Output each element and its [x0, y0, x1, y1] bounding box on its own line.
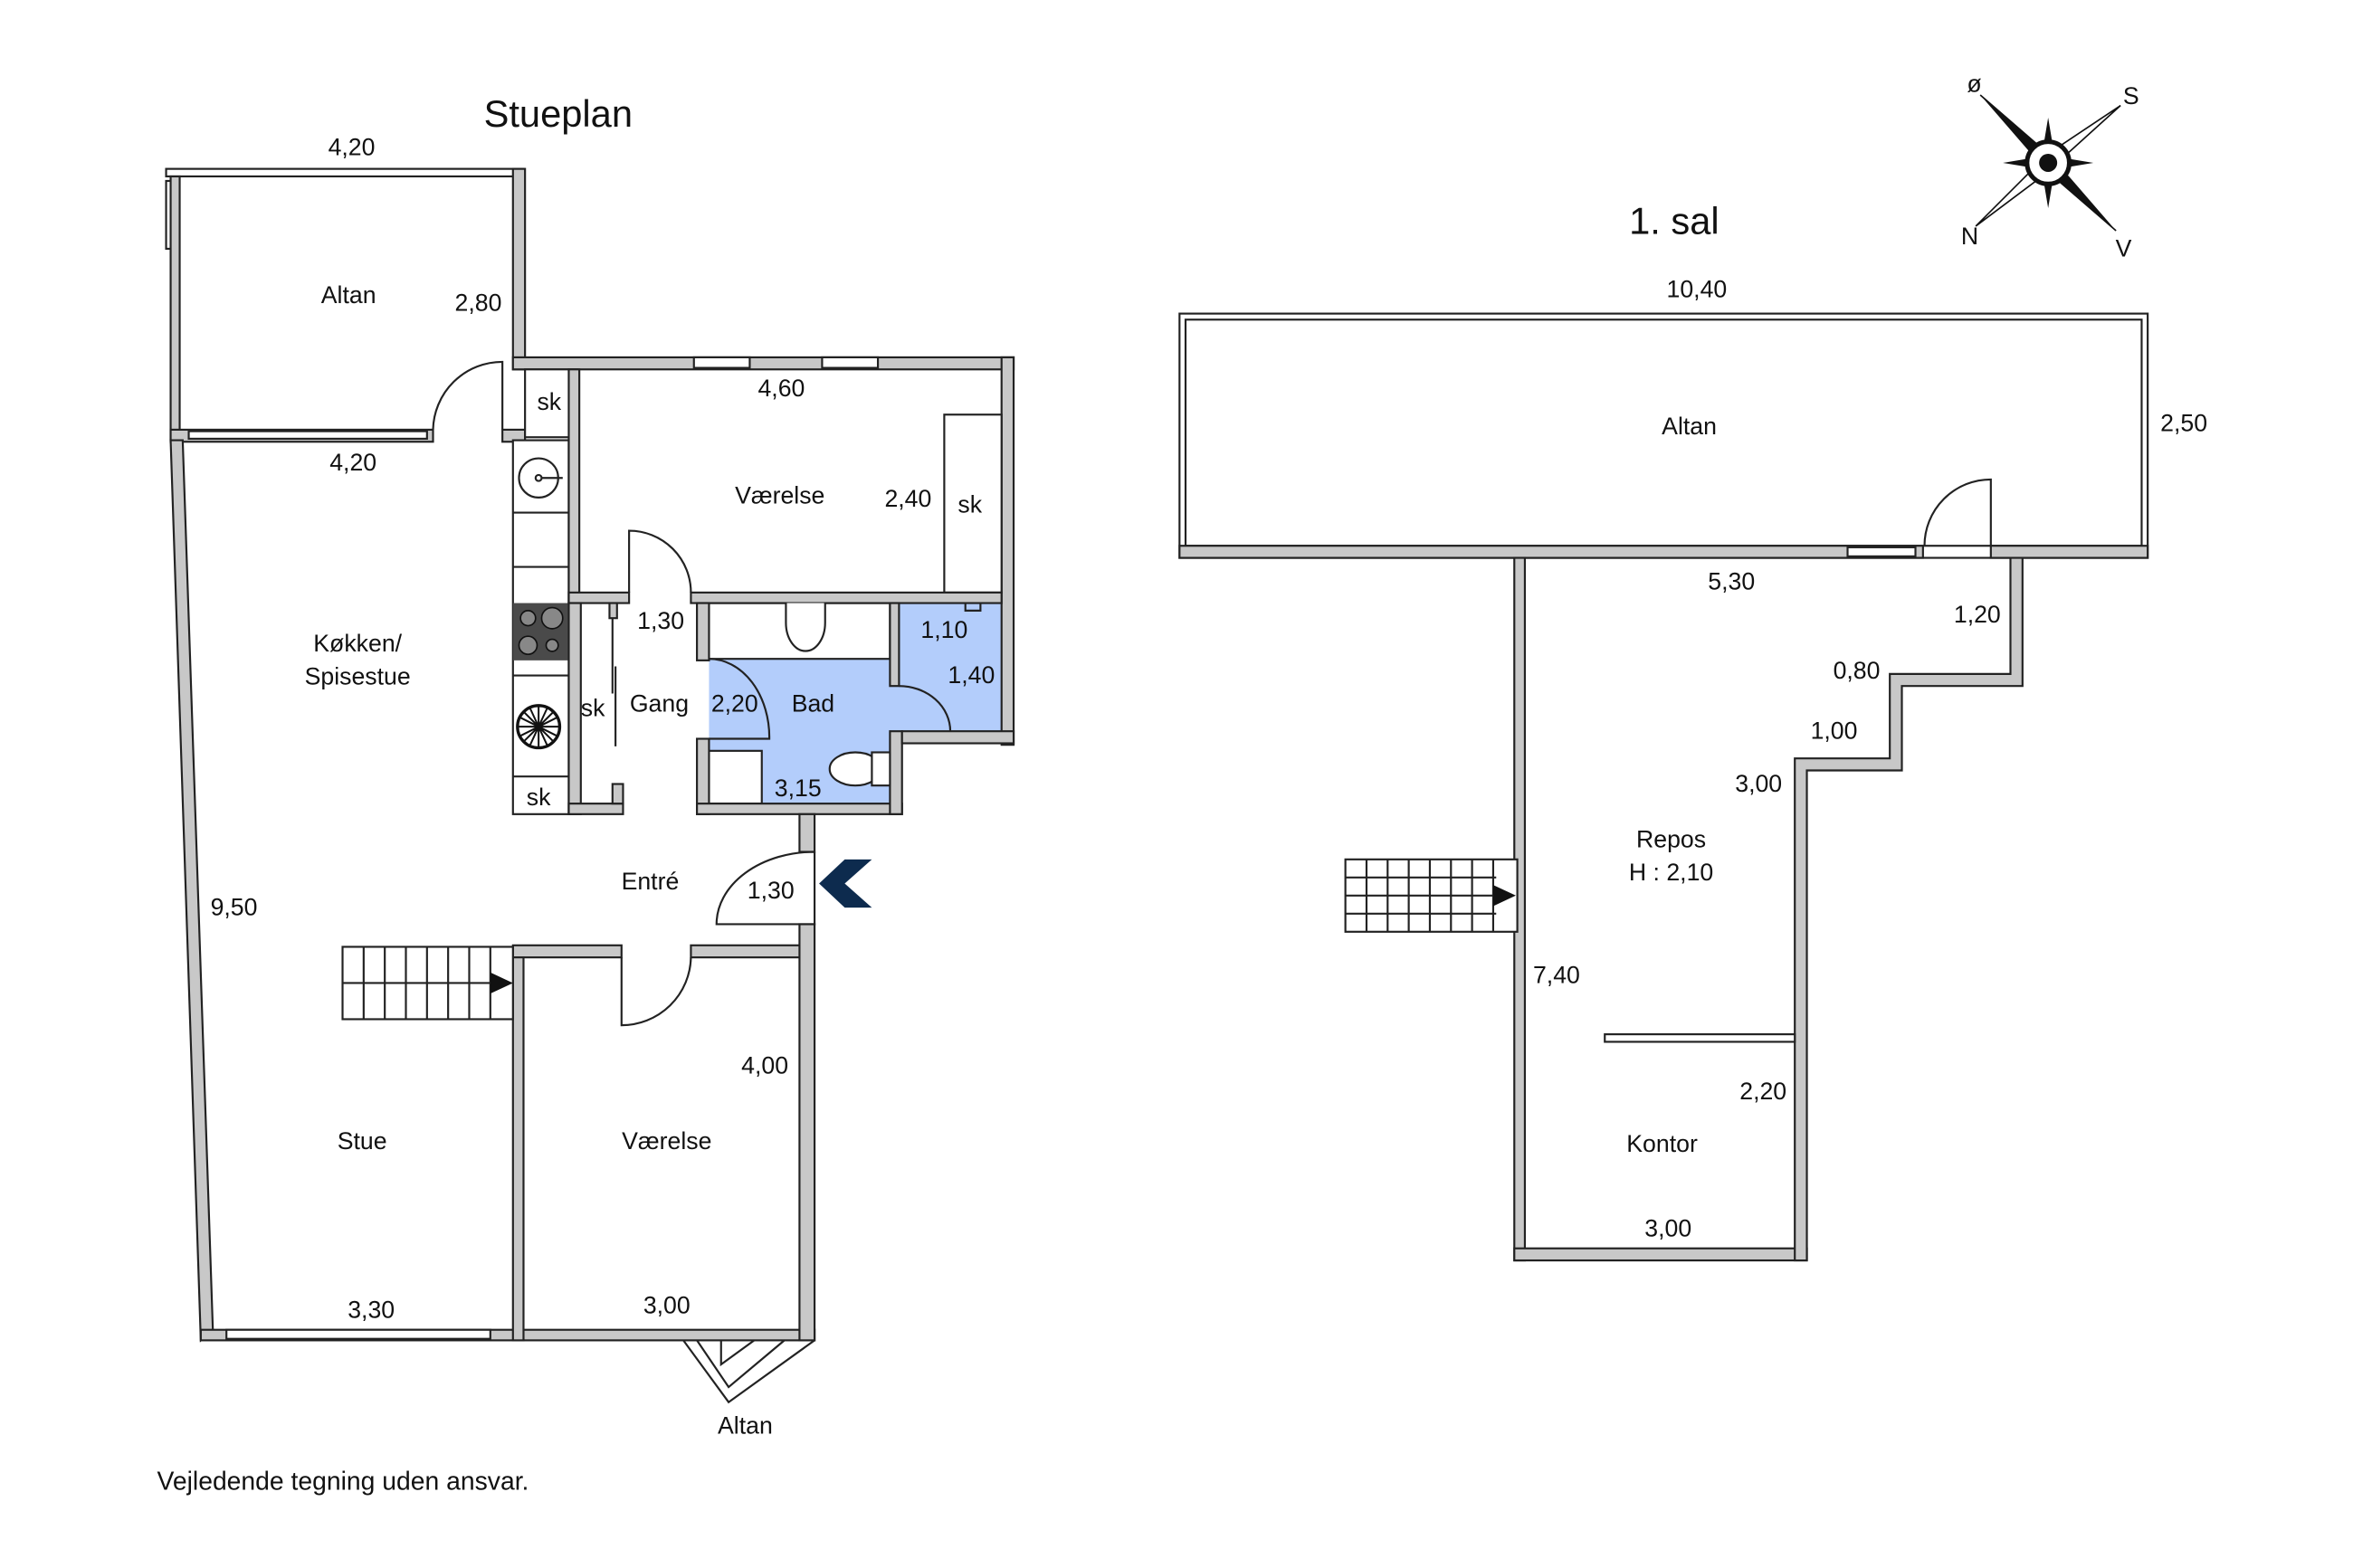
room-label: Gang [630, 690, 689, 717]
washbasin-icon [785, 603, 826, 652]
first-floor-plan [1178, 312, 2149, 1262]
window [821, 356, 880, 369]
room-label: Spisestue [305, 663, 411, 690]
room-label: Repos [1636, 825, 1706, 852]
toilet-icon [828, 751, 891, 787]
room-label: Kontor [1626, 1130, 1698, 1157]
staircase [341, 946, 514, 1021]
dimension: 2,20 [1739, 1078, 1786, 1105]
window [692, 356, 751, 369]
compass-north-label: N [1961, 223, 1978, 250]
dimension: 1,30 [748, 877, 795, 904]
room-label: Bad [792, 690, 834, 717]
dimension: 3,30 [348, 1296, 395, 1323]
dimension: 2,80 [455, 289, 502, 316]
door-swing [709, 658, 771, 740]
dimension: 2,50 [2160, 410, 2207, 437]
wardrobe-label: sk [537, 388, 561, 415]
compass-rose-icon: ø S N V [1961, 71, 2139, 262]
compass-east-label: ø [1967, 71, 1981, 98]
dimension: 3,00 [1644, 1214, 1691, 1241]
entrance-arrow-icon [819, 859, 872, 908]
dimension: 1,20 [1954, 601, 2001, 628]
dimension: 4,00 [741, 1051, 788, 1079]
room-label: Stue [338, 1127, 387, 1155]
ground-floor-plan [165, 167, 1015, 1404]
wardrobe-label: sk [581, 695, 605, 722]
partition-wall [1604, 1033, 1796, 1043]
dimension: 2,40 [884, 485, 931, 512]
window [225, 1328, 491, 1340]
compass-west-label: V [2116, 234, 2132, 261]
dimension: 4,60 [757, 375, 805, 402]
compass-south-label: S [2123, 82, 2139, 109]
room-label: Altan [1662, 413, 1717, 440]
dimension: 3,00 [1735, 770, 1782, 797]
door-swing [1923, 478, 1992, 546]
dimension: 5,30 [1708, 568, 1755, 595]
fan-icon [516, 704, 562, 750]
wardrobe [943, 413, 1003, 594]
room-label: H : 2,10 [1629, 859, 1713, 886]
wardrobe-label: sk [527, 784, 551, 811]
small-balcony [682, 1339, 815, 1404]
dimension: 3,00 [643, 1291, 691, 1318]
dimension: 1,30 [637, 607, 684, 634]
dimension: 1,00 [1811, 717, 1858, 745]
room-label: Altan [321, 281, 376, 309]
bath-floor [709, 603, 1002, 804]
window [1846, 546, 1917, 557]
ground-floor-title: Stueplan [484, 92, 633, 135]
room-label: Altan [718, 1412, 773, 1440]
wardrobe-label: sk [957, 491, 982, 518]
dimension: 1,40 [948, 661, 995, 689]
stair-arrow-icon [490, 972, 513, 994]
door-swing [628, 529, 692, 593]
ground-labels: Altan Værelse Køkken/ Spisestue Gang Bad… [211, 134, 996, 1440]
dimension: 9,50 [211, 893, 258, 920]
first-floor-title: 1. sal [1629, 199, 1720, 242]
window [187, 430, 428, 440]
first-labels: Altan Repos H : 2,10 Kontor 10,40 2,50 5… [1533, 275, 2207, 1241]
stair-arrow-icon [1492, 885, 1516, 907]
dimension: 7,40 [1533, 961, 1580, 988]
dimension: 10,40 [1667, 275, 1728, 302]
dimension: 0,80 [1834, 657, 1881, 684]
disclaimer: Vejledende tegning uden ansvar. [157, 1467, 529, 1496]
dimension: 2,20 [711, 690, 758, 717]
dimension: 4,20 [329, 134, 376, 161]
staircase [1344, 858, 1519, 933]
dimension: 3,15 [775, 774, 822, 802]
door-swing [620, 957, 692, 1027]
dimension: 4,20 [329, 449, 376, 476]
room-label: Køkken/ [313, 630, 402, 657]
faucet-icon [964, 603, 982, 612]
bath-shower [708, 749, 763, 805]
room-label: Værelse [622, 1127, 711, 1155]
dimension: 1,10 [920, 616, 967, 643]
door-swing [432, 360, 504, 430]
entry-door-swing [715, 851, 816, 926]
room-label: Entré [622, 868, 680, 895]
room-label: Værelse [735, 482, 824, 509]
door-swing [899, 685, 952, 732]
altan-railing [165, 167, 525, 178]
